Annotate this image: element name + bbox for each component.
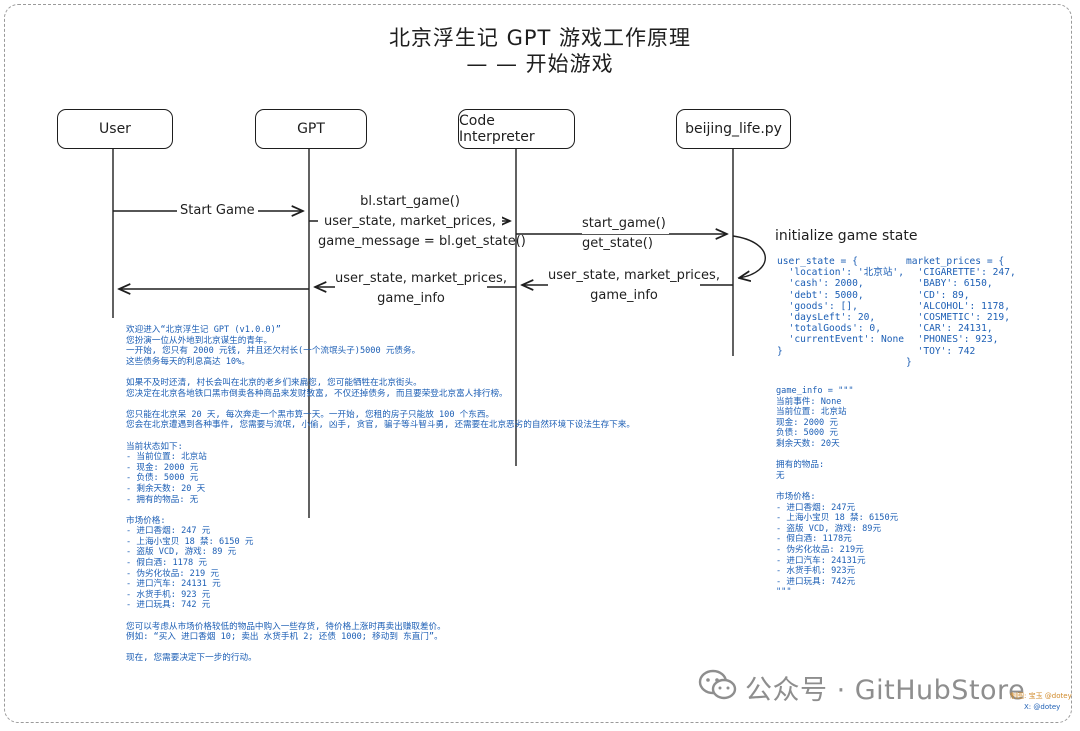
label-gpt-call-line2: user_state, market_prices,: [324, 214, 496, 229]
watermark: 公众号 · GitHubStore: [745, 675, 1026, 706]
canvas-frame: [4, 4, 1072, 723]
label-start-game: Start Game: [177, 201, 258, 221]
label-return-state: user_state, market_prices, game_info: [548, 266, 720, 306]
participant-user: User: [57, 109, 173, 149]
author-handle: X: @dotey: [1024, 703, 1061, 711]
code-user-state: user_state = { 'location': '北京站', 'cash'…: [777, 256, 905, 357]
author-signature: 制图: 宝玉 @dotey: [1010, 692, 1072, 700]
label-return-user: user_state, market_prices, game_info: [335, 269, 507, 309]
label-return-user-line2: game_info: [377, 291, 445, 306]
participant-gpt: GPT: [255, 109, 367, 149]
label-module-call-line2: get_state(): [582, 236, 653, 251]
diagram-title: 北京浮生记 GPT 游戏工作原理: [388, 26, 692, 50]
label-gpt-call-line1: bl.start_game(): [360, 194, 460, 209]
code-game-info: game_info = """ 当前事件: None 当前位置: 北京站 现金:…: [776, 386, 899, 598]
label-return-state-line1: user_state, market_prices,: [548, 266, 720, 286]
label-return-state-line2: game_info: [590, 288, 658, 303]
label-module-call-line1: start_game(): [582, 214, 669, 234]
label-gpt-call: bl.start_game() user_state, market_price…: [318, 192, 526, 252]
participant-beijing-life: beijing_life.py: [676, 109, 791, 149]
label-module-call: start_game() get_state(): [582, 214, 669, 254]
participant-code-interpreter: Code Interpreter: [458, 109, 575, 149]
label-return-user-line1: user_state, market_prices,: [335, 269, 507, 289]
code-market-prices: market_prices = { 'CIGARETTE': 247, 'BAB…: [906, 256, 1016, 368]
diagram-subtitle: — — 开始游戏: [466, 52, 614, 76]
label-gpt-call-line3: game_message = bl.get_state(): [318, 234, 526, 249]
arrow-init-loop: [732, 235, 766, 278]
game-welcome-message: 欢迎进入“北京浮生记 GPT (v1.0.0)” 您扮演一位从外地到北京谋生的青…: [126, 325, 635, 664]
label-initialize: initialize game state: [775, 228, 918, 244]
wechat-icon: [698, 669, 737, 700]
